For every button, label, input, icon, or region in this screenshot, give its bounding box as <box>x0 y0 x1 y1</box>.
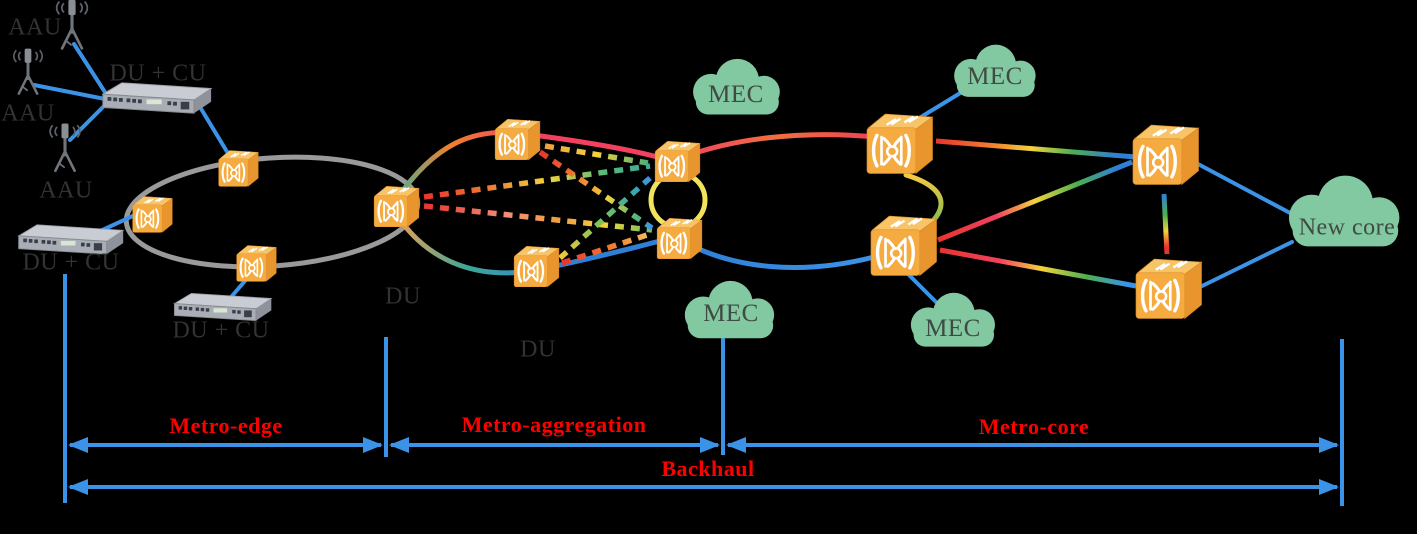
newcore-link-bottom <box>1198 240 1294 289</box>
du-cu-label-2: DU + CU <box>22 249 120 276</box>
aau-label-3: AAU <box>39 177 93 204</box>
switch-node-icon-core-bottom <box>869 214 939 278</box>
mec-label-3: MEC <box>967 63 1023 90</box>
aggregation-mesh-links <box>423 143 654 266</box>
mec-label-4: MEC <box>925 315 981 342</box>
switch-node-icon-mec-top <box>653 140 702 183</box>
midhaul-link-server1 <box>198 105 234 162</box>
switch-node-icon-agg-top <box>493 118 542 161</box>
newcore-link-top <box>1196 162 1294 216</box>
metro-aggregation-label: Metro-aggregation <box>461 412 647 437</box>
switch-node-icon-edge-left <box>131 195 174 234</box>
new-core-label: New core <box>1298 214 1396 241</box>
mec-label-1: MEC <box>708 81 764 108</box>
mesh-link-aggtop-to-top <box>544 143 649 166</box>
core-link-bottom-to-rightbottom <box>939 247 1137 289</box>
core-top-link <box>681 132 879 160</box>
du-label-1: DU <box>385 283 421 310</box>
switch-node-icon-du <box>372 185 421 228</box>
measurement-annotations <box>63 274 1344 506</box>
du-label-2: DU <box>520 336 556 363</box>
mec-label-2: MEC <box>703 300 759 327</box>
du-cu-label-3: DU + CU <box>172 317 270 344</box>
aau-antenna-icon-3 <box>48 121 82 173</box>
fronthaul-link-aau2 <box>32 83 112 102</box>
mesh-link-aggtop-to-bottom <box>538 149 654 231</box>
core-link-bottom-to-righttop <box>937 159 1133 243</box>
backhaul-label: Backhaul <box>661 456 755 481</box>
fronthaul-link-aau1 <box>72 42 112 102</box>
aau-label-1: AAU <box>8 14 62 41</box>
metro-edge-label: Metro-edge <box>169 413 283 438</box>
switch-node-icon-right-top <box>1131 123 1201 187</box>
switch-node-icon-mec-bottom <box>655 217 704 260</box>
mec-link-core-bottom <box>906 272 940 306</box>
mesh-link-aggbottom-to-top <box>558 175 652 261</box>
switch-node-icon-right-bottom <box>1134 257 1204 321</box>
switch-node-icon-agg-bottom <box>512 245 561 288</box>
core-bottom-link <box>683 240 877 270</box>
mec-link-core-top <box>914 90 964 122</box>
switch-node-icon-edge-bottom <box>235 244 278 283</box>
switch-node-icon-core-top <box>865 112 935 176</box>
core-rainbow-links <box>935 138 1170 289</box>
switch-node-icon-edge-top <box>217 149 260 188</box>
aau-label-2: AAU <box>1 100 55 127</box>
mesh-link-du-to-bottom <box>423 203 653 233</box>
du-cu-label-1: DU + CU <box>109 60 207 87</box>
core-link-top-to-righttop <box>935 138 1137 160</box>
metro-core-label: Metro-core <box>978 414 1090 439</box>
right-node-vertical-link <box>1161 193 1170 255</box>
mesh-link-du-to-top <box>423 163 651 200</box>
